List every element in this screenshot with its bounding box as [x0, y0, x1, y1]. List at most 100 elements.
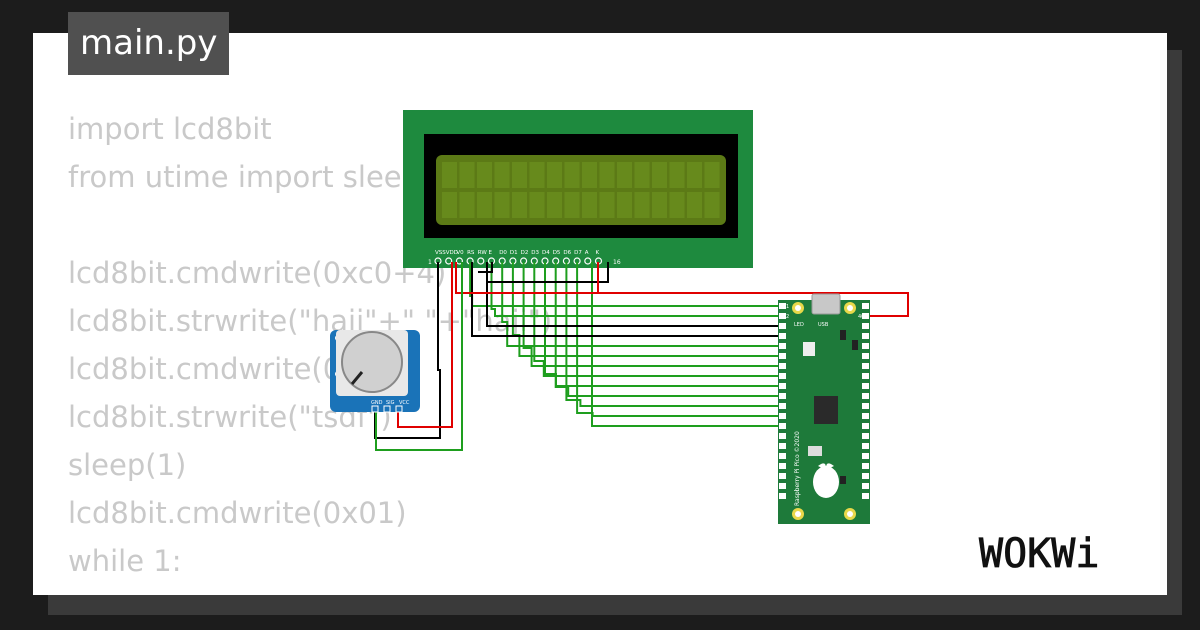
pico-pin[interactable] [779, 303, 786, 309]
raspberry-pi-logo-icon [813, 463, 839, 498]
signal-wire [522, 262, 785, 367]
potentiometer-knob-indicator [350, 371, 364, 385]
pico-pin[interactable] [779, 363, 786, 369]
pico-pin[interactable] [862, 423, 869, 429]
signal-wires [469, 262, 785, 427]
pico-pin[interactable] [779, 423, 786, 429]
pico-pin[interactable] [862, 323, 869, 329]
pico-pin[interactable] [779, 313, 786, 319]
pico-pin[interactable] [779, 413, 786, 419]
pico-pin[interactable] [862, 313, 869, 319]
lcd-char-cell [617, 192, 632, 218]
pico-pin[interactable] [779, 353, 786, 359]
pico-pin[interactable] [779, 453, 786, 459]
potentiometer-pin[interactable] [371, 405, 379, 413]
pico-pin[interactable] [862, 483, 869, 489]
pico-pin[interactable] [862, 413, 869, 419]
lcd-char-cell [582, 192, 597, 218]
file-tab[interactable]: main.py [68, 12, 230, 75]
lcd-pin-label: D1 [510, 250, 518, 256]
signal-wire [501, 262, 785, 347]
potentiometer-pin[interactable] [383, 405, 391, 413]
pico-pin[interactable] [779, 343, 786, 349]
lcd-char-cell [529, 162, 545, 188]
lcd-pin-label: A [585, 250, 589, 256]
pico-pin[interactable] [862, 333, 869, 339]
lcd-char-cell [652, 192, 667, 218]
pico-pin[interactable] [779, 403, 786, 409]
lcd-char-cell [494, 192, 510, 218]
pico-pin[interactable] [862, 463, 869, 469]
lcd-char-cell [564, 162, 580, 188]
pico-pin[interactable] [862, 443, 869, 449]
pico-pin[interactable] [779, 483, 786, 489]
pico-pin[interactable] [779, 493, 786, 499]
pico-pin[interactable] [862, 353, 869, 359]
pico-pin[interactable] [862, 433, 869, 439]
lcd-pin-number-last: 16 [613, 259, 621, 266]
pico-pin[interactable] [779, 373, 786, 379]
power-wire [456, 292, 909, 317]
lcd-char-cell [494, 162, 510, 188]
smd-component [840, 330, 846, 340]
pico-pin[interactable] [862, 343, 869, 349]
mount-hole-center [847, 511, 853, 517]
code-line: lcd8bit.cmdwrite(0xc0+4) [68, 256, 447, 290]
signal-wire [591, 262, 785, 427]
lcd-pin[interactable] [455, 257, 463, 265]
lcd-pin-label: D0 [499, 250, 507, 256]
potentiometer-pin-label: SIG [386, 400, 395, 406]
ground-wire [471, 262, 785, 337]
mount-hole-center [795, 511, 801, 517]
lcd-pin[interactable] [477, 257, 485, 265]
pico-pin[interactable] [779, 443, 786, 449]
pico-pin[interactable] [862, 403, 869, 409]
mount-hole-center [795, 305, 801, 311]
pico-pin[interactable] [779, 463, 786, 469]
signal-wire [469, 262, 785, 307]
ground-wire [487, 262, 609, 283]
pico-pin[interactable] [779, 383, 786, 389]
lcd-pin-label: V0 [456, 250, 464, 256]
lcd-char-cell [547, 192, 562, 218]
code-line: lcd8bit.cmdwrite(0x01) [68, 496, 407, 530]
lcd-char-cell [477, 192, 492, 218]
signal-wire [511, 262, 785, 357]
pico-pin[interactable] [862, 363, 869, 369]
lcd-char-cell [669, 192, 685, 218]
raspberry-pi-pico[interactable]: USB LED 1 2 40 Raspberry Pi Pico ©2020 [778, 293, 870, 524]
pico-pin[interactable] [862, 373, 869, 379]
lcd-pin[interactable] [584, 257, 592, 265]
pico-right-pins[interactable] [862, 303, 869, 499]
potentiometer-pin[interactable] [395, 405, 403, 413]
pico-pin-number: 2 [786, 314, 789, 320]
pico-pin-number: 1 [786, 304, 789, 310]
pico-pin[interactable] [862, 453, 869, 459]
pico-pin[interactable] [779, 323, 786, 329]
pico-pin[interactable] [779, 393, 786, 399]
lcd-pin-label: K [596, 250, 600, 256]
potentiometer[interactable]: GND SIG VCC [330, 330, 420, 413]
signal-wire [375, 262, 463, 451]
pico-pin[interactable] [779, 433, 786, 439]
pico-pin[interactable] [862, 393, 869, 399]
pico-pin[interactable] [862, 303, 869, 309]
lcd-pin[interactable] [445, 257, 453, 265]
pico-left-pins[interactable] [779, 303, 786, 499]
ground-wire [478, 262, 493, 273]
lcd-char-cell [652, 162, 667, 188]
signal-wire [554, 262, 785, 397]
pico-pin[interactable] [779, 473, 786, 479]
led-label: LED [794, 322, 804, 328]
lcd-pin-label: D7 [574, 250, 582, 256]
pico-pin[interactable] [862, 473, 869, 479]
pico-pin[interactable] [862, 493, 869, 499]
lcd-char-cell [687, 192, 702, 218]
potentiometer-pin-label: VCC [399, 400, 410, 406]
lcd-pin-label: D6 [563, 250, 571, 256]
pico-pin[interactable] [779, 333, 786, 339]
pico-pin[interactable] [862, 383, 869, 389]
bootsel-button[interactable] [803, 342, 815, 356]
